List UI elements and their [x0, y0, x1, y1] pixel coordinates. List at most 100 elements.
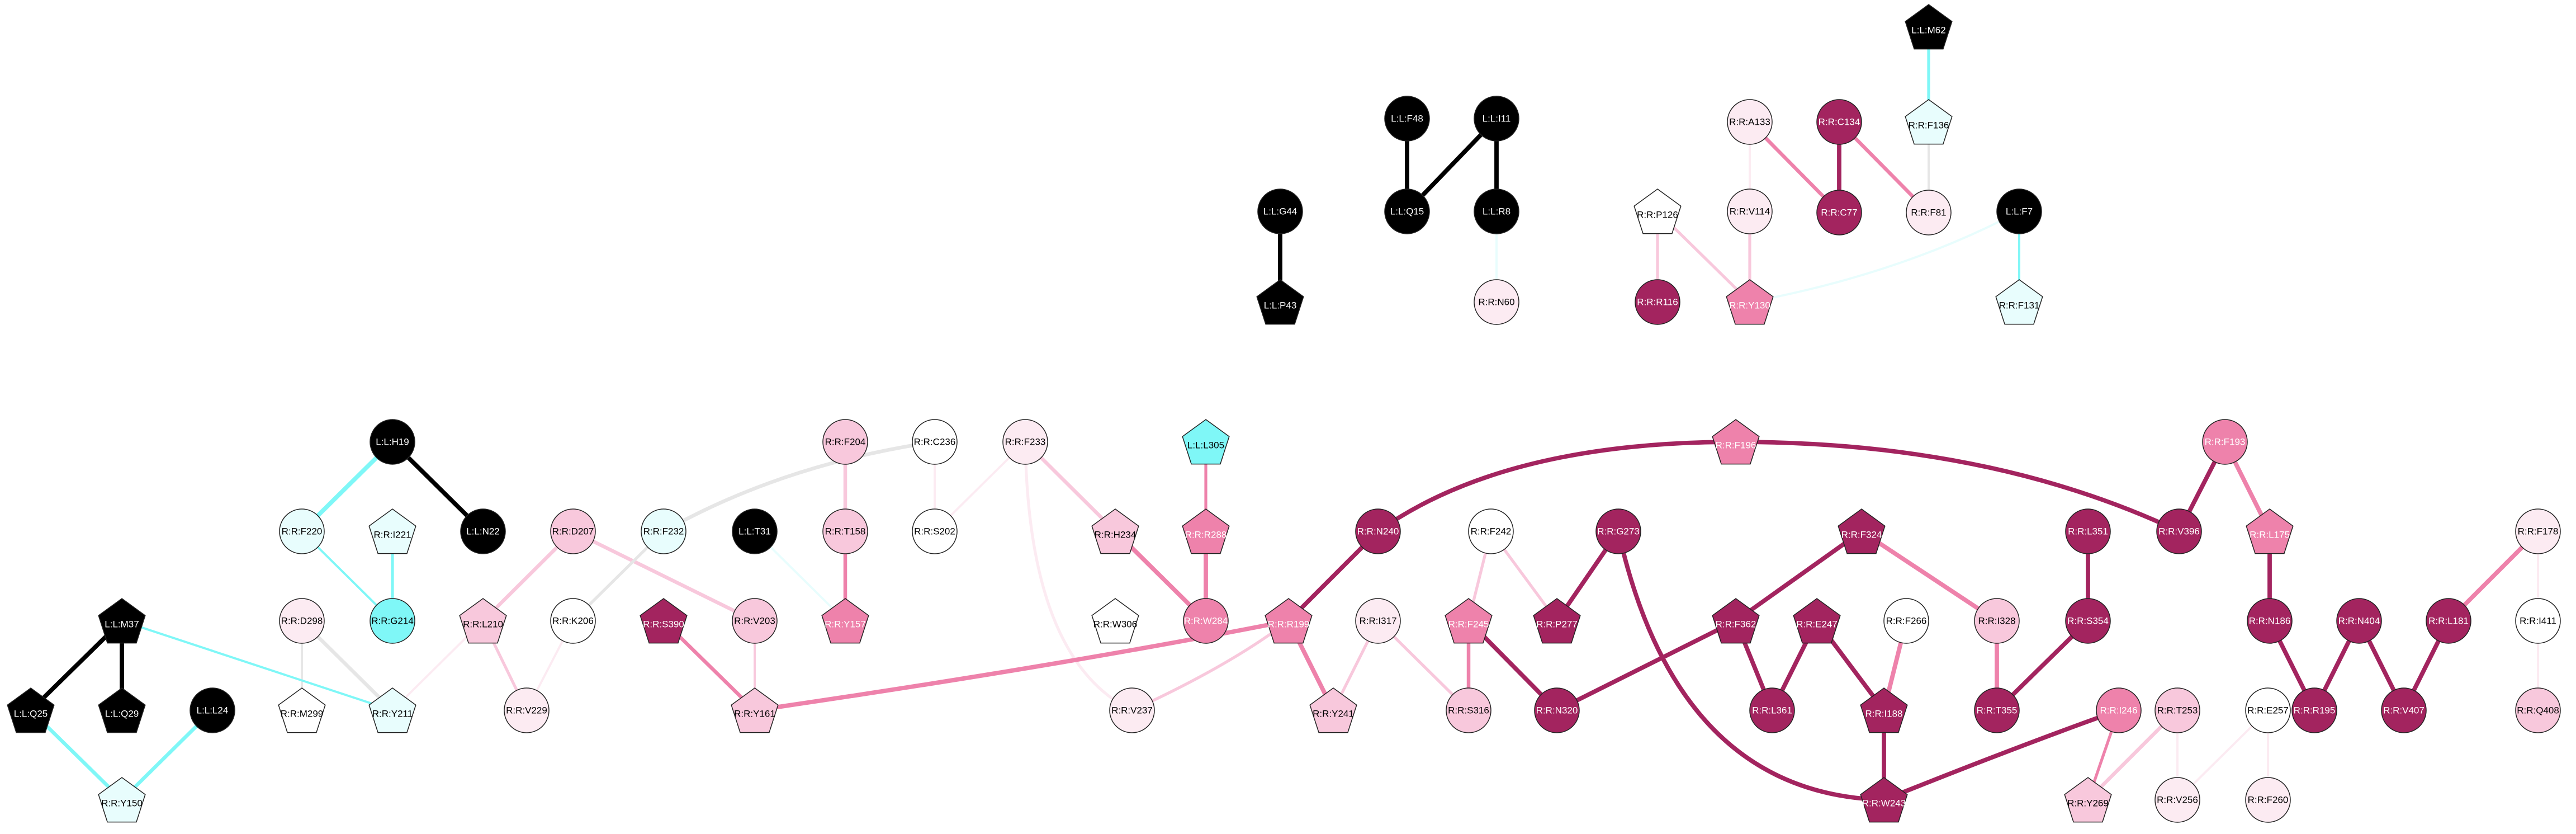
node-label: R:R:V114 — [1730, 206, 1770, 217]
node-label: R:R:D207 — [552, 526, 594, 537]
node-label: R:R:M299 — [281, 709, 324, 719]
node-label: L:L:F48 — [1391, 114, 1423, 124]
node-shape — [1183, 598, 1229, 644]
node-shape — [2065, 508, 2111, 554]
node-r-r-s202: R:R:S202 — [912, 508, 958, 554]
node-label: L:L:M37 — [105, 619, 139, 630]
edge-l-l-m37-r-r-y211 — [121, 620, 394, 712]
node-r-r-m299: R:R:M299 — [278, 687, 326, 733]
node-r-r-v407: R:R:V407 — [2381, 687, 2427, 733]
node-l-l-f7: L:L:F7 — [1996, 189, 2042, 234]
node-label: R:R:L361 — [1752, 705, 1792, 716]
node-r-r-y157: R:R:Y157 — [821, 598, 869, 644]
node-r-r-a133: R:R:A133 — [1727, 99, 1773, 145]
node-label: R:R:N186 — [2249, 616, 2291, 626]
node-label: R:R:N404 — [2338, 616, 2380, 626]
node-shape — [2515, 508, 2561, 554]
node-shape — [1468, 508, 1514, 554]
node-r-r-w243: R:R:W243 — [1860, 777, 1908, 823]
node-label: R:R:I221 — [373, 530, 411, 540]
node-r-r-y241: R:R:Y241 — [1309, 687, 1357, 733]
node-label: R:R:G214 — [371, 616, 414, 626]
node-r-r-n60: R:R:N60 — [1474, 279, 1519, 325]
node-label: R:R:V256 — [2157, 795, 2198, 805]
node-shape — [1257, 189, 1303, 234]
node-shape — [1384, 96, 1430, 142]
node-label: R:R:S316 — [1448, 705, 1489, 716]
node-label: L:L:P43 — [1264, 300, 1297, 311]
node-r-r-f266: R:R:F266 — [1883, 598, 1929, 644]
node-shape — [1355, 508, 1401, 554]
node-shape — [821, 598, 869, 644]
node-shape — [1995, 279, 2043, 325]
node-r-r-y269: R:R:Y269 — [2064, 777, 2112, 823]
node-r-r-v114: R:R:V114 — [1727, 189, 1773, 234]
node-shape — [1182, 508, 1230, 554]
node-label: R:R:S390 — [643, 619, 684, 630]
node-r-r-c77: R:R:C77 — [1816, 190, 1862, 235]
node-label: R:R:R195 — [2294, 705, 2336, 716]
node-shape — [1860, 777, 1908, 823]
node-shape — [2064, 777, 2112, 823]
node-r-r-t253: R:R:T253 — [2154, 687, 2200, 733]
node-label: R:R:A133 — [1729, 117, 1770, 128]
node-shape — [2247, 598, 2293, 644]
node-r-r-l181: R:R:L181 — [2426, 598, 2471, 644]
node-r-r-f242: R:R:F242 — [1468, 508, 1514, 554]
node-r-r-g273: R:R:G273 — [1595, 508, 1641, 554]
node-r-r-k206: R:R:K206 — [550, 598, 596, 644]
node-r-r-i328: R:R:I328 — [1974, 598, 2020, 644]
node-shape — [1793, 598, 1841, 644]
node-r-r-y150: R:R:Y150 — [98, 777, 146, 823]
node-r-r-t355: R:R:T355 — [1974, 687, 2020, 733]
node-r-r-f136: R:R:F136 — [1905, 99, 1953, 145]
node-shape — [459, 598, 507, 644]
node-l-l-q25: L:L:Q25 — [7, 687, 55, 733]
node-l-l-q15: L:L:Q15 — [1384, 189, 1430, 234]
node-label: R:R:W306 — [1093, 619, 1137, 630]
node-label: R:R:F178 — [2518, 526, 2559, 537]
node-label: R:R:W284 — [1184, 616, 1228, 626]
node-shape — [1533, 598, 1581, 644]
node-label: R:R:T355 — [1977, 705, 2018, 716]
node-shape — [1474, 189, 1519, 234]
node-label: R:R:L181 — [2428, 616, 2469, 626]
edge-r-r-g273-r-r-w243 — [1616, 529, 1886, 802]
node-label: R:R:T253 — [2157, 705, 2198, 716]
node-label: R:R:I188 — [1865, 709, 1902, 719]
node-label: R:R:K206 — [552, 616, 594, 626]
node-label: R:R:E247 — [1796, 619, 1838, 630]
node-r-r-r199: R:R:R199 — [1265, 598, 1313, 644]
node-label: R:R:S202 — [914, 526, 955, 537]
node-r-r-n404: R:R:N404 — [2336, 598, 2382, 644]
node-shape — [1309, 687, 1357, 733]
node-shape — [1974, 598, 2020, 644]
edge-r-r-f196-r-r-n240 — [1376, 440, 1738, 534]
node-l-l-m37: L:L:M37 — [98, 598, 146, 644]
node-shape — [2065, 598, 2111, 644]
node-r-r-c236: R:R:C236 — [912, 419, 958, 465]
node-label: R:R:V237 — [1111, 705, 1153, 716]
node-label: L:L:L305 — [1187, 440, 1224, 451]
node-label: R:R:N320 — [1536, 705, 1578, 716]
node-label: R:R:Y211 — [372, 709, 413, 719]
node-shape — [368, 508, 416, 554]
node-l-l-n22: L:L:N22 — [460, 508, 506, 554]
node-shape — [1445, 598, 1493, 644]
node-shape — [2156, 508, 2202, 554]
node-label: R:R:F193 — [2205, 437, 2246, 447]
edge-r-r-f362-r-r-n320 — [1555, 619, 1738, 713]
node-label: R:R:T158 — [825, 526, 866, 537]
node-label: R:R:F266 — [1886, 616, 1927, 626]
node-r-r-f196: R:R:F196 — [1712, 419, 1760, 465]
node-shape — [1905, 99, 1953, 145]
node-r-r-p277: R:R:P277 — [1533, 598, 1581, 644]
node-label: R:R:F131 — [1999, 300, 2040, 311]
node-label: R:R:I246 — [2100, 705, 2137, 716]
node-l-l-i11: L:L:I11 — [1474, 96, 1519, 142]
node-r-r-v203: R:R:V203 — [732, 598, 778, 644]
node-r-r-y161: R:R:Y161 — [731, 687, 779, 733]
node-shape — [1474, 96, 1519, 142]
node-shape — [1534, 687, 1580, 733]
node-shape — [640, 598, 688, 644]
